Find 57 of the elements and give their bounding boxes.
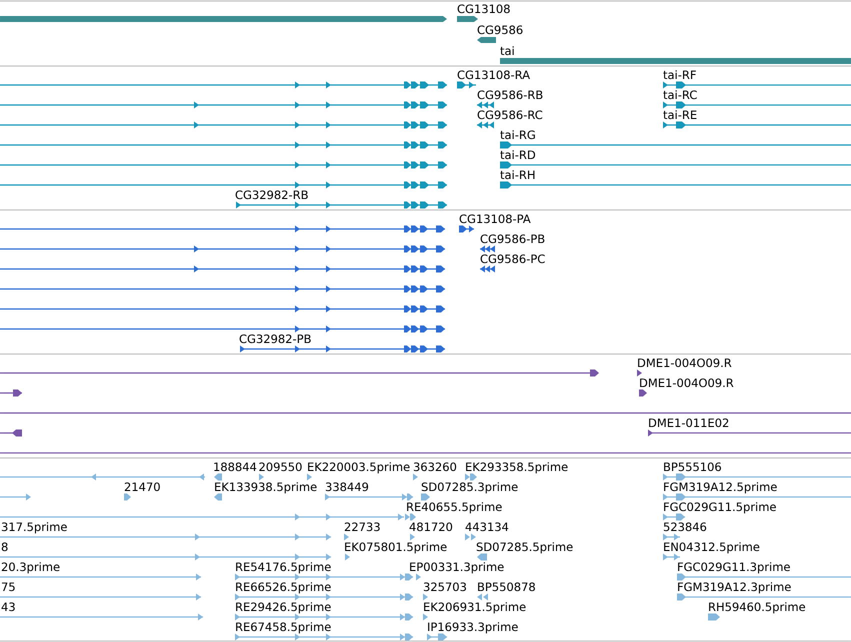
gene-label: tai [500,46,514,56]
est-label: RE40655.5prime [407,502,502,514]
clone-label: DME1-004O09.R [640,378,734,388]
est-label: EP00331.3prime [410,562,504,574]
est-label: EK206931.5prime [424,602,526,614]
est-label: 317.5prime [2,522,67,534]
est-label: 523846 [664,522,706,532]
transcript-label: CG32982-RB [236,190,308,200]
clone-label: DME1-004O09.R [638,358,732,368]
est-label: IP16933.3prime [428,622,518,634]
est-label: BP555106 [664,462,721,472]
protein-label: CG13108-PA [460,214,531,224]
est-label: RE29426.5prime [236,602,331,614]
est-label: 325703 [424,582,466,592]
est-label: RE66526.5prime [236,582,331,594]
transcript-label: tai-RF [663,70,696,80]
est-label: 443134 [466,522,508,532]
est-label: 363260 [414,462,456,472]
est-label: EK293358.5prime [466,462,568,474]
gene-label: CG13108 [458,4,510,14]
est-label: SD07285.3prime [422,482,518,494]
est-label: 209550 [259,462,302,472]
est-label: FGM319A12.3prime [678,582,791,594]
est-label: FGM319A12.5prime [664,482,777,494]
protein-label: CG32982-PB [240,334,311,344]
est-label: 338449 [326,482,368,492]
est-label: FGC029G11.5prime [664,502,776,514]
clone-label: DME1-011E02 [649,418,728,428]
est-label: 188844 [214,462,256,472]
est-label: FGC029G11.3prime [678,562,790,574]
est-label: EK133938.5prime [215,482,317,494]
est-label: 21470 [124,482,160,492]
est-label: EK220003.5prime [308,462,410,474]
est-label: RE67458.5prime [236,622,331,634]
est-label: EN04312.5prime [664,542,760,554]
est-label: SD07285.5prime [476,542,573,554]
transcript-label: tai-RC [663,90,697,100]
est-label: 8 [2,542,8,552]
est-label: RE54176.5prime [236,562,331,574]
transcript-label: tai-RH [500,170,534,180]
transcript-label: tai-RE [663,110,696,120]
transcript-label: tai-RG [500,130,535,140]
transcript-label: CG9586-RB [478,90,542,100]
transcript-label: CG13108-RA [458,70,530,80]
transcript-label: CG9586-RC [478,110,542,120]
est-label: 22733 [344,522,380,532]
est-label: 43 [2,602,15,612]
protein-label: CG9586-PB [480,234,544,244]
est-label: 481720 [410,522,452,532]
est-label: EK075801.5prime [345,542,447,554]
gene-label: CG9586 [478,25,522,34]
est-label: RH59460.5prime [709,602,806,614]
est-label: 20.3prime [2,562,60,574]
est-label: 75 [2,582,15,592]
transcript-label: tai-RD [500,150,536,160]
protein-label: CG9586-PC [480,254,545,264]
est-label: BP550878 [478,582,535,592]
